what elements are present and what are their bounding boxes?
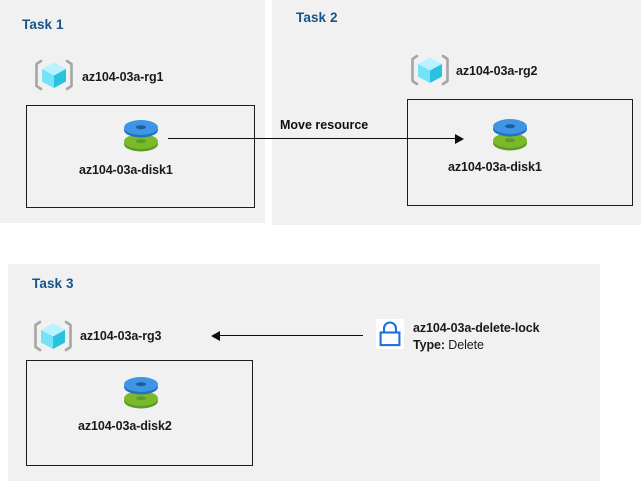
resource-group-icon — [33, 316, 73, 356]
resource-group-icon — [410, 50, 450, 90]
managed-disk-icon — [489, 112, 531, 156]
resource-label-disk2-task3: az104-03a-disk2 — [78, 419, 172, 433]
managed-disk-icon — [120, 370, 162, 414]
task-3-panel — [8, 264, 600, 481]
task-3-resource-box — [26, 360, 253, 466]
task-3-title: Task 3 — [32, 276, 74, 291]
resource-group-label-rg3: az104-03a-rg3 — [80, 329, 162, 343]
lock-icon — [376, 319, 404, 349]
task-1-resource-box — [26, 105, 255, 208]
delete-lock-type-value: Delete — [448, 338, 484, 352]
resource-group-icon — [34, 55, 74, 95]
delete-lock-label: az104-03a-delete-lock — [413, 321, 540, 335]
task-2-panel — [272, 0, 641, 225]
task-1-panel — [0, 0, 265, 223]
resource-group-label-rg2: az104-03a-rg2 — [456, 64, 538, 78]
delete-lock-type-key: Type: — [413, 338, 445, 352]
resource-label-disk1-task1: az104-03a-disk1 — [79, 163, 173, 177]
task-2-title: Task 2 — [296, 10, 338, 25]
resource-label-disk1-task2: az104-03a-disk1 — [448, 160, 542, 174]
task-1-title: Task 1 — [22, 17, 64, 32]
move-resource-label: Move resource — [280, 118, 369, 132]
managed-disk-icon — [120, 113, 162, 157]
delete-lock-connector-line — [219, 335, 363, 337]
move-resource-arrowhead — [455, 134, 464, 144]
task-2-resource-box — [407, 99, 633, 206]
delete-lock-arrowhead — [211, 331, 220, 341]
resource-group-label-rg1: az104-03a-rg1 — [82, 70, 164, 84]
move-resource-connector-line — [168, 138, 461, 140]
delete-lock-type: Type: Delete — [413, 338, 484, 352]
